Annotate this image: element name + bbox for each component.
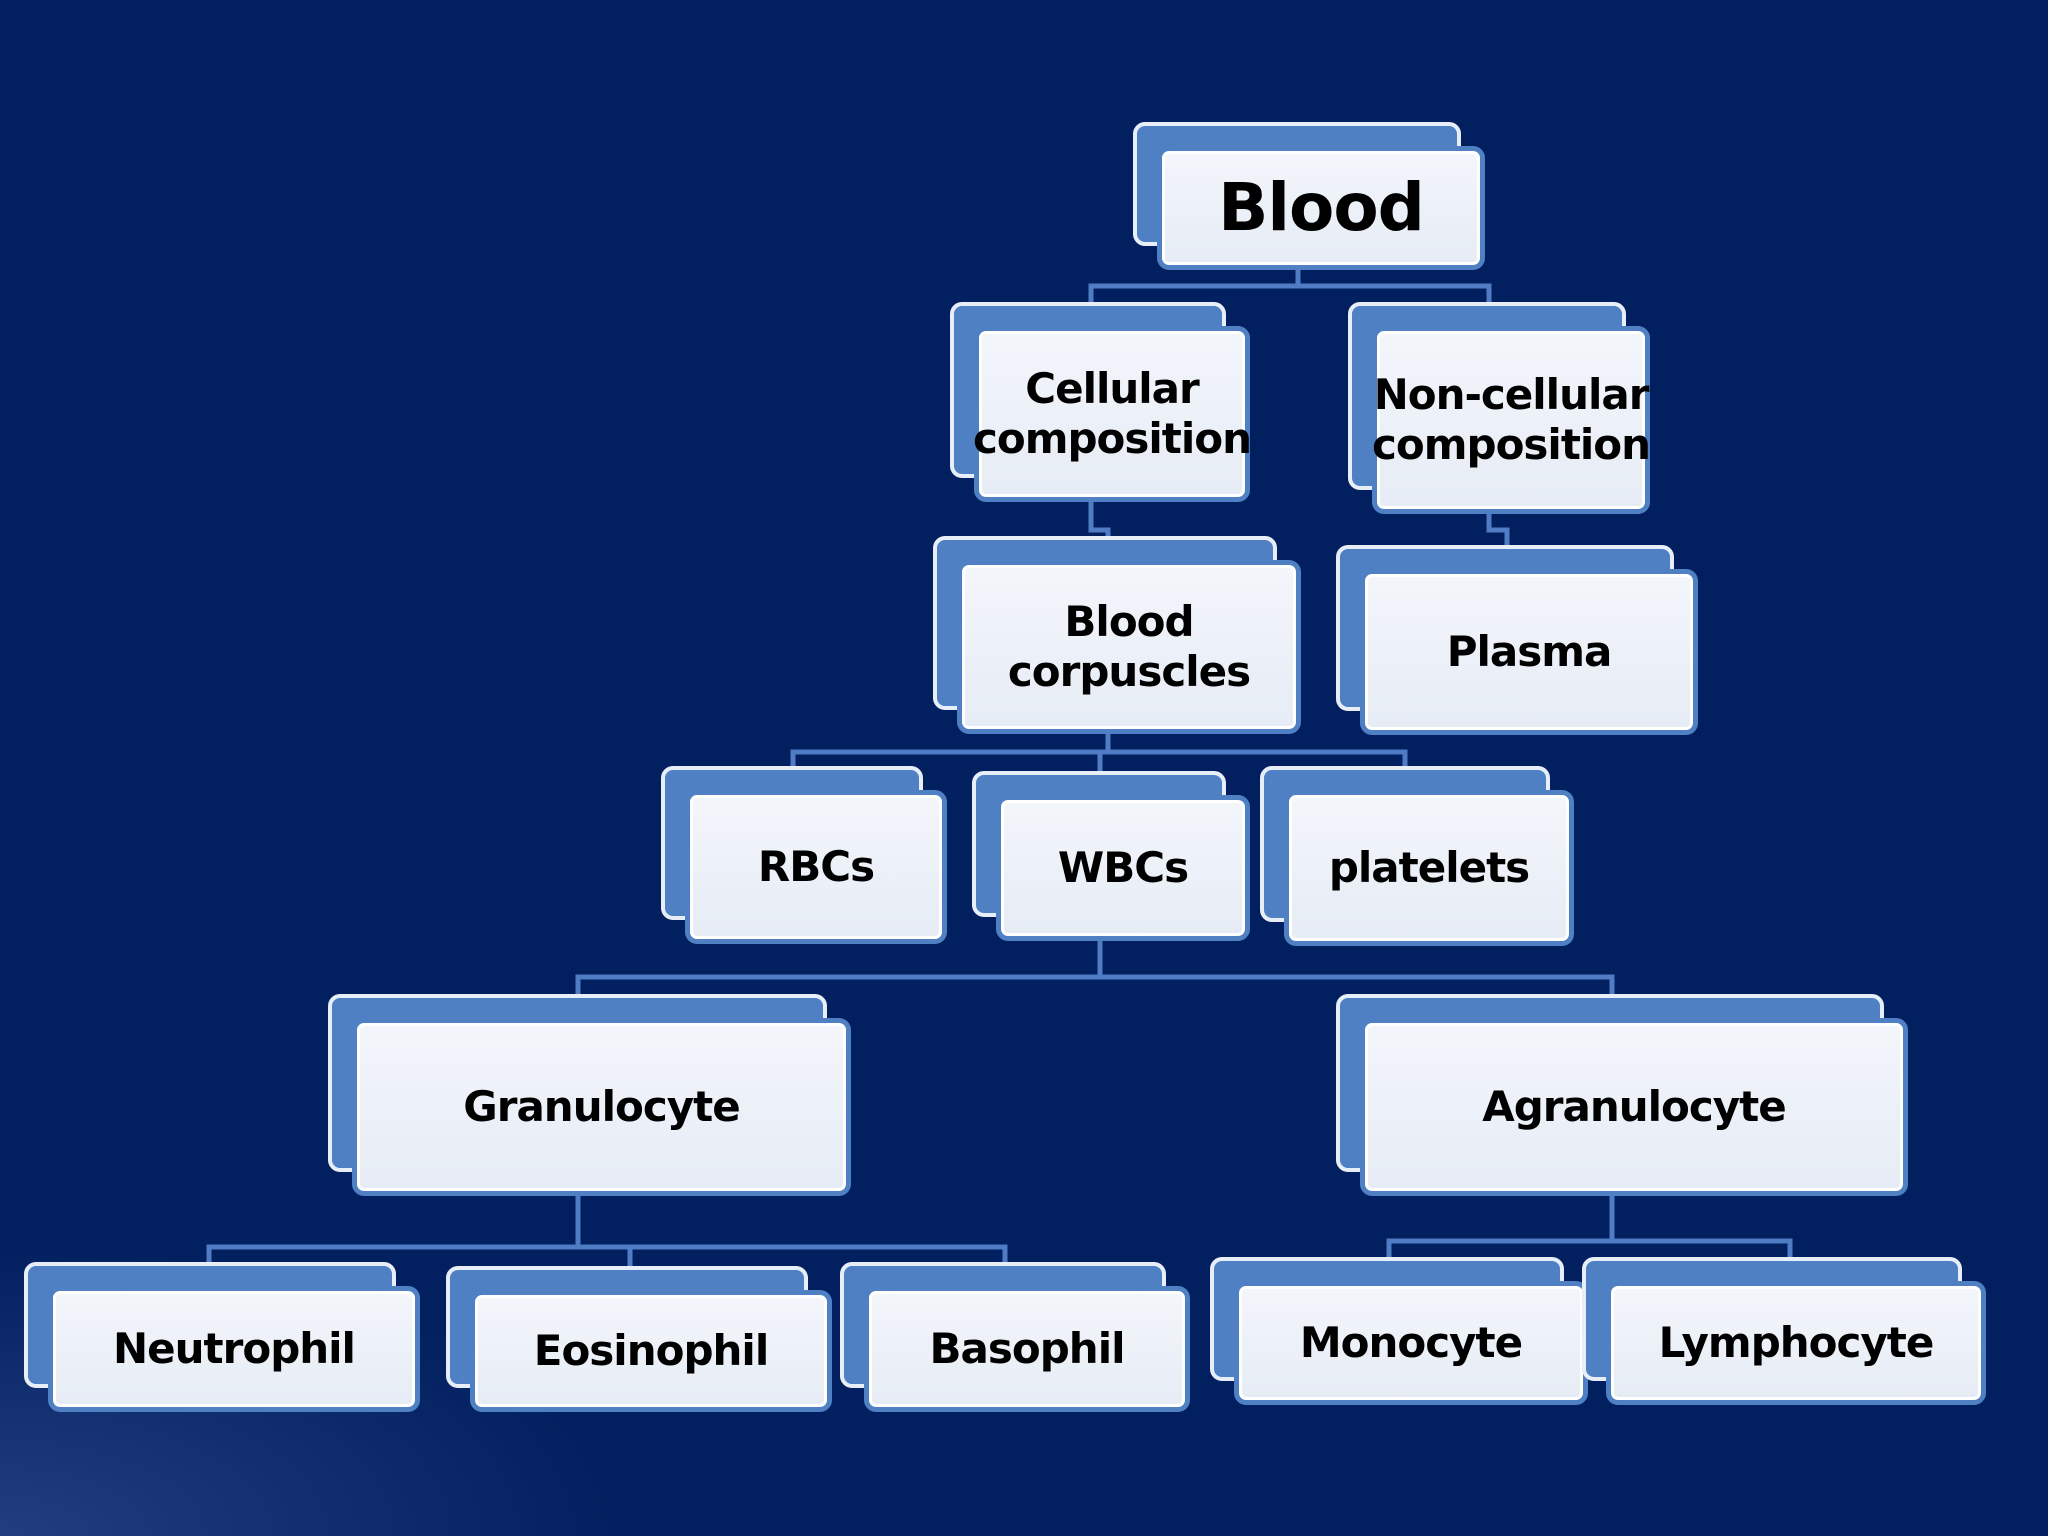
node-blood-corpuscles: Blood corpuscles — [933, 536, 1301, 734]
node-label: Plasma — [1360, 569, 1698, 735]
node-plasma: Plasma — [1336, 545, 1698, 735]
node-wbcs: WBCs — [972, 771, 1250, 941]
node-label: Monocyte — [1234, 1281, 1588, 1405]
node-lymphocyte: Lymphocyte — [1582, 1257, 1986, 1405]
node-platelets: platelets — [1260, 766, 1574, 946]
node-label: Granulocyte — [352, 1018, 851, 1196]
edge-agranulocyte-children — [1386, 1194, 1793, 1259]
node-granulocyte: Granulocyte — [328, 994, 851, 1196]
node-eosinophil: Eosinophil — [446, 1266, 832, 1412]
node-label: Lymphocyte — [1606, 1281, 1986, 1405]
node-basophil: Basophil — [840, 1262, 1190, 1412]
node-label: RBCs — [685, 790, 947, 944]
node-noncellular-composition: Non-cellular composition — [1348, 302, 1651, 514]
node-label: Agranulocyte — [1360, 1018, 1908, 1196]
node-label: platelets — [1284, 790, 1574, 946]
node-label: Blood — [1157, 146, 1485, 270]
node-blood: Blood — [1133, 122, 1485, 270]
node-label: Blood corpuscles — [957, 560, 1301, 734]
node-cellular-composition: Cellular composition — [950, 302, 1252, 502]
node-neutrophil: Neutrophil — [24, 1262, 420, 1412]
node-label: WBCs — [996, 795, 1250, 941]
node-agranulocyte: Agranulocyte — [1336, 994, 1908, 1196]
node-label: Basophil — [864, 1286, 1190, 1412]
edge-blood-children — [1088, 268, 1492, 305]
node-label: Cellular composition — [973, 326, 1252, 502]
node-label: Neutrophil — [48, 1286, 420, 1412]
edge-wbcs-children — [575, 938, 1615, 998]
node-label: Eosinophil — [470, 1290, 832, 1412]
node-label: Non-cellular composition — [1372, 326, 1651, 514]
node-rbcs: RBCs — [661, 766, 947, 944]
edge-noncellular-plasma — [1486, 505, 1510, 550]
edge-granulocyte-children — [206, 1194, 1008, 1268]
node-monocyte: Monocyte — [1210, 1257, 1588, 1405]
